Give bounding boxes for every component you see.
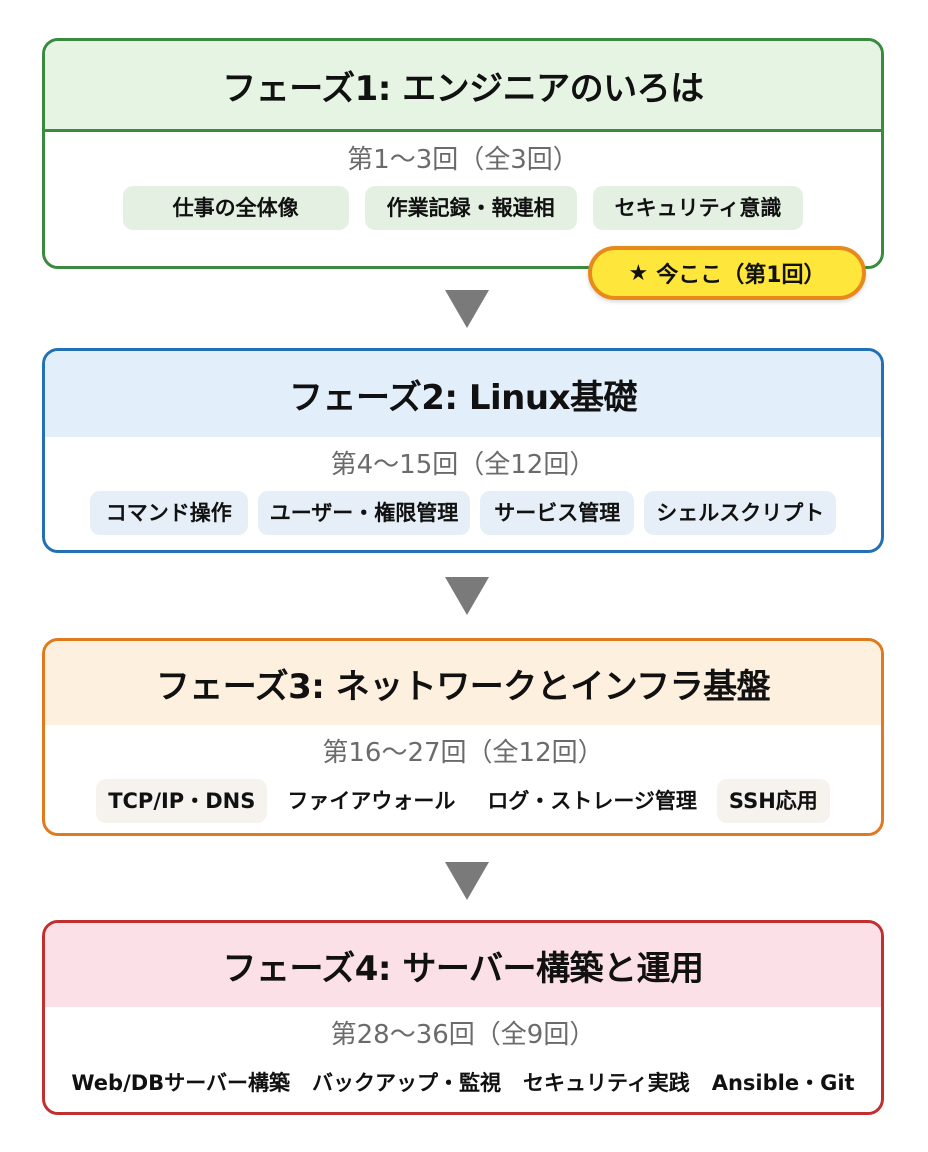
phase-3-title: フェーズ3: ネットワークとインフラ基盤: [155, 666, 771, 707]
star-icon: ★: [628, 260, 649, 286]
topic-pill: ログ・ストレージ管理: [487, 789, 697, 813]
topic-pill: セキュリティ実践: [522, 1071, 690, 1095]
phase-4-card: フェーズ4: サーバー構築と運用 第28〜36回（全9回） Web/DBサーバー…: [42, 920, 884, 1115]
topic-pill: コマンド操作: [89, 491, 248, 535]
current-position-badge: ★ 今ここ（第1回）: [588, 246, 866, 300]
down-arrow-icon: [445, 290, 489, 328]
phase-2-topics: コマンド操作 ユーザー・権限管理 サービス管理 シェルスクリプト: [45, 491, 881, 535]
phase-4-title: フェーズ4: サーバー構築と運用: [222, 948, 704, 989]
phase-3-card: フェーズ3: ネットワークとインフラ基盤 第16〜27回（全12回） TCP/I…: [42, 638, 884, 836]
phase-2-title: フェーズ2: Linux基礎: [288, 377, 638, 418]
down-arrow-icon: [445, 577, 489, 615]
phase-2-body: 第4〜15回（全12回） コマンド操作 ユーザー・権限管理 サービス管理 シェル…: [45, 437, 881, 535]
phase-1-body: 第1〜3回（全3回） 仕事の全体像 作業記録・報連相 セキュリティ意識: [45, 132, 881, 230]
phase-3-header: フェーズ3: ネットワークとインフラ基盤: [45, 641, 881, 725]
phase-2-header: フェーズ2: Linux基礎: [45, 351, 881, 437]
phase-1-range: 第1〜3回（全3回）: [347, 145, 579, 175]
topic-pill: TCP/IP・DNS: [96, 779, 268, 823]
phase-1-topics: 仕事の全体像 作業記録・報連相 セキュリティ意識: [45, 186, 881, 230]
topic-pill: SSH応用: [716, 779, 830, 823]
topic-pill: セキュリティ意識: [592, 186, 804, 230]
phase-4-body: 第28〜36回（全9回） Web/DBサーバー構築 バックアップ・監視 セキュリ…: [45, 1007, 881, 1105]
topic-pill: Ansible・Git: [711, 1071, 855, 1095]
phase-1-title: フェーズ1: エンジニアのいろは: [222, 68, 704, 109]
phase-1-card: フェーズ1: エンジニアのいろは 第1〜3回（全3回） 仕事の全体像 作業記録・…: [42, 38, 884, 269]
topic-pill: Web/DBサーバー構築: [71, 1071, 290, 1095]
topic-pill: サービス管理: [480, 491, 635, 535]
phase-2-range: 第4〜15回（全12回）: [330, 450, 596, 480]
topic-pill: バックアップ・監視: [311, 1071, 501, 1095]
phase-4-topics: Web/DBサーバー構築 バックアップ・監視 セキュリティ実践 Ansible・…: [45, 1061, 881, 1105]
phase-4-header: フェーズ4: サーバー構築と運用: [45, 923, 881, 1007]
phase-3-topics: TCP/IP・DNS ファイアウォール ログ・ストレージ管理 SSH応用: [45, 779, 881, 823]
topic-pill: 仕事の全体像: [122, 186, 349, 230]
topic-pill: ユーザー・権限管理: [257, 491, 471, 535]
topic-pill: 作業記録・報連相: [364, 186, 577, 230]
down-arrow-icon: [445, 862, 489, 900]
topic-pill: シェルスクリプト: [644, 491, 837, 535]
phase-4-range: 第28〜36回（全9回）: [330, 1020, 596, 1050]
phase-2-card: フェーズ2: Linux基礎 第4〜15回（全12回） コマンド操作 ユーザー・…: [42, 348, 884, 553]
phase-3-body: 第16〜27回（全12回） TCP/IP・DNS ファイアウォール ログ・ストレ…: [45, 725, 881, 823]
phase-1-header: フェーズ1: エンジニアのいろは: [45, 41, 881, 132]
topic-pill: ファイアウォール: [287, 789, 456, 813]
phase-3-range: 第16〜27回（全12回）: [322, 738, 604, 768]
current-position-label: 今ここ（第1回）: [656, 263, 826, 288]
